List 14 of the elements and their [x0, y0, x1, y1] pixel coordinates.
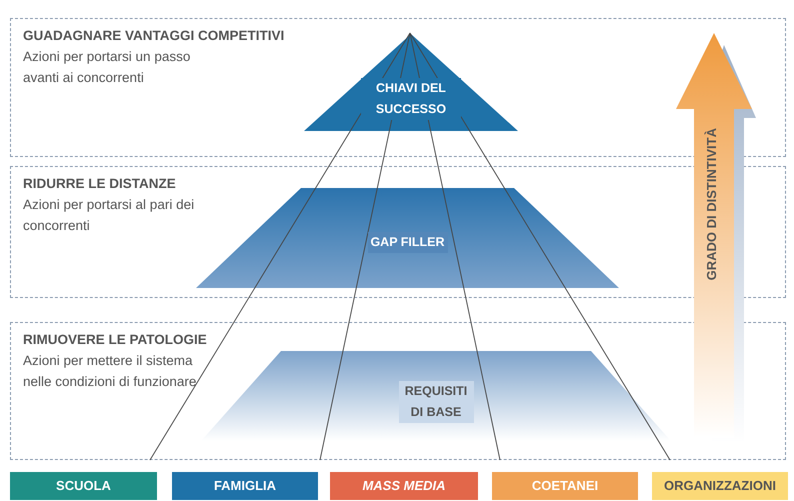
arrow-label: GRADO DI DISTINTIVITÀ — [704, 128, 719, 280]
category-tab: FAMIGLIA — [172, 472, 318, 500]
category-tab: ORGANIZZAZIONI — [652, 472, 788, 500]
band-description: Azioni per portarsi al pari dei concorrenti — [23, 196, 196, 235]
category-tab: SCUOLA — [10, 472, 157, 500]
pyramid-tier — [196, 188, 619, 288]
band-description: Azioni per mettere il sistema nelle condizioni di funzionare — [23, 352, 198, 391]
category-tab: COETANEI — [492, 472, 638, 500]
tier-label: REQUISITI DI BASE — [398, 381, 474, 423]
pyramid-top — [304, 34, 518, 131]
tier-label: CHIAVI DEL SUCCESSO — [361, 78, 461, 120]
category-tab: MASS MEDIA — [330, 472, 478, 500]
band-description: Azioni per portarsi un passo avanti ai concorrenti — [23, 48, 192, 87]
tier-label: GAP FILLER — [368, 232, 448, 253]
